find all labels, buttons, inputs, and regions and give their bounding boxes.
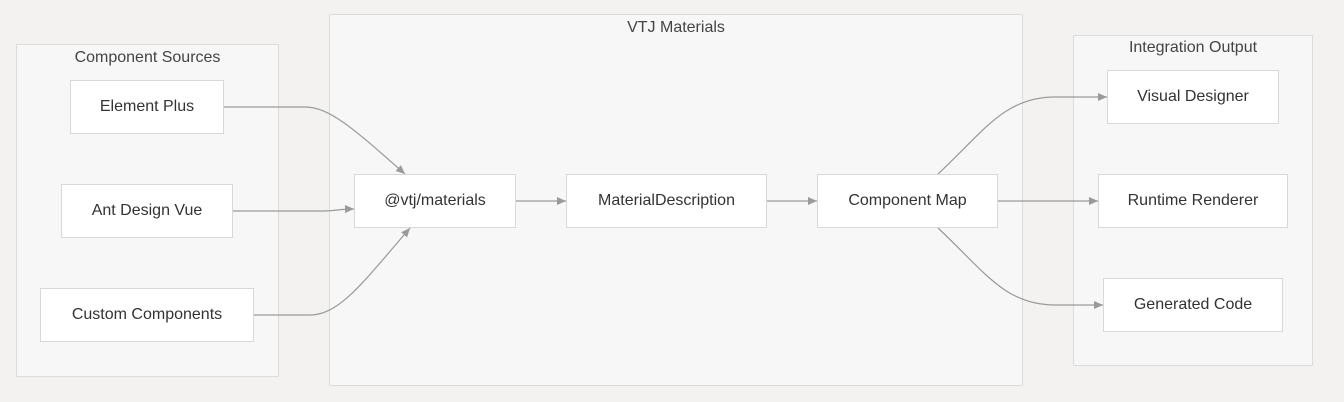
node-component-map[interactable]: Component Map — [817, 174, 998, 228]
node-custom-components[interactable]: Custom Components — [40, 288, 254, 342]
edge-custom-components-to-vtj-materials — [254, 227, 411, 316]
node-visual-designer[interactable]: Visual Designer — [1107, 70, 1279, 124]
edge-ant-design-vue-to-vtj-materials — [233, 205, 355, 214]
cluster-title-vtj-materials: VTJ Materials — [627, 19, 725, 36]
node-generated-code[interactable]: Generated Code — [1103, 278, 1283, 332]
edge-component-map-to-visual-designer — [937, 93, 1107, 175]
node-vtj-materials[interactable]: @vtj/materials — [354, 174, 516, 228]
node-ant-design-vue[interactable]: Ant Design Vue — [61, 184, 233, 238]
node-runtime-renderer[interactable]: Runtime Renderer — [1098, 174, 1288, 228]
node-material-description[interactable]: MaterialDescription — [566, 174, 767, 228]
edge-element-plus-to-vtj-materials — [224, 106, 406, 175]
node-element-plus[interactable]: Element Plus — [70, 80, 224, 134]
cluster-title-integration-output: Integration Output — [1128, 39, 1258, 56]
cluster-title-component-sources: Component Sources — [74, 49, 221, 66]
edge-component-map-to-generated-code — [937, 227, 1103, 309]
